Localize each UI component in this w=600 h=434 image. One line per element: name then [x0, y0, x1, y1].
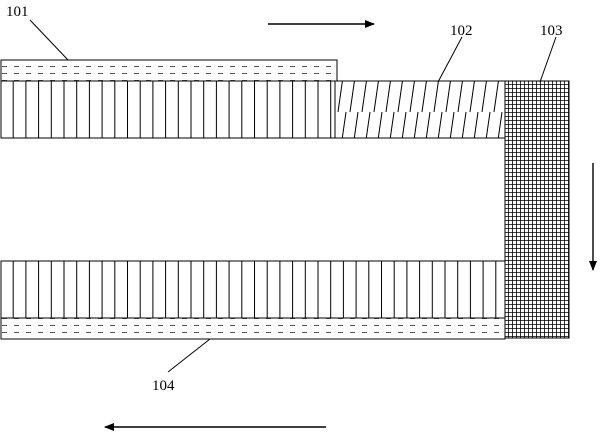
lower-vertical-hatched-band — [0, 260, 506, 319]
layer-102-diagonal-hatched-section — [334, 80, 506, 139]
leader-line-102 — [437, 36, 463, 83]
leader-line-101 — [29, 19, 69, 61]
layer-103-crosshatched-connector — [504, 80, 570, 339]
leader-line-103 — [539, 36, 557, 83]
label-103: 103 — [540, 23, 563, 39]
label-102: 102 — [450, 23, 473, 39]
layer-104-bottom-strip — [0, 317, 506, 340]
label-101: 101 — [6, 4, 29, 20]
upper-vertical-hatched-band — [0, 80, 506, 139]
leader-line-104 — [167, 338, 211, 373]
label-104: 104 — [152, 378, 175, 394]
layer-101-top-strip — [0, 59, 338, 82]
